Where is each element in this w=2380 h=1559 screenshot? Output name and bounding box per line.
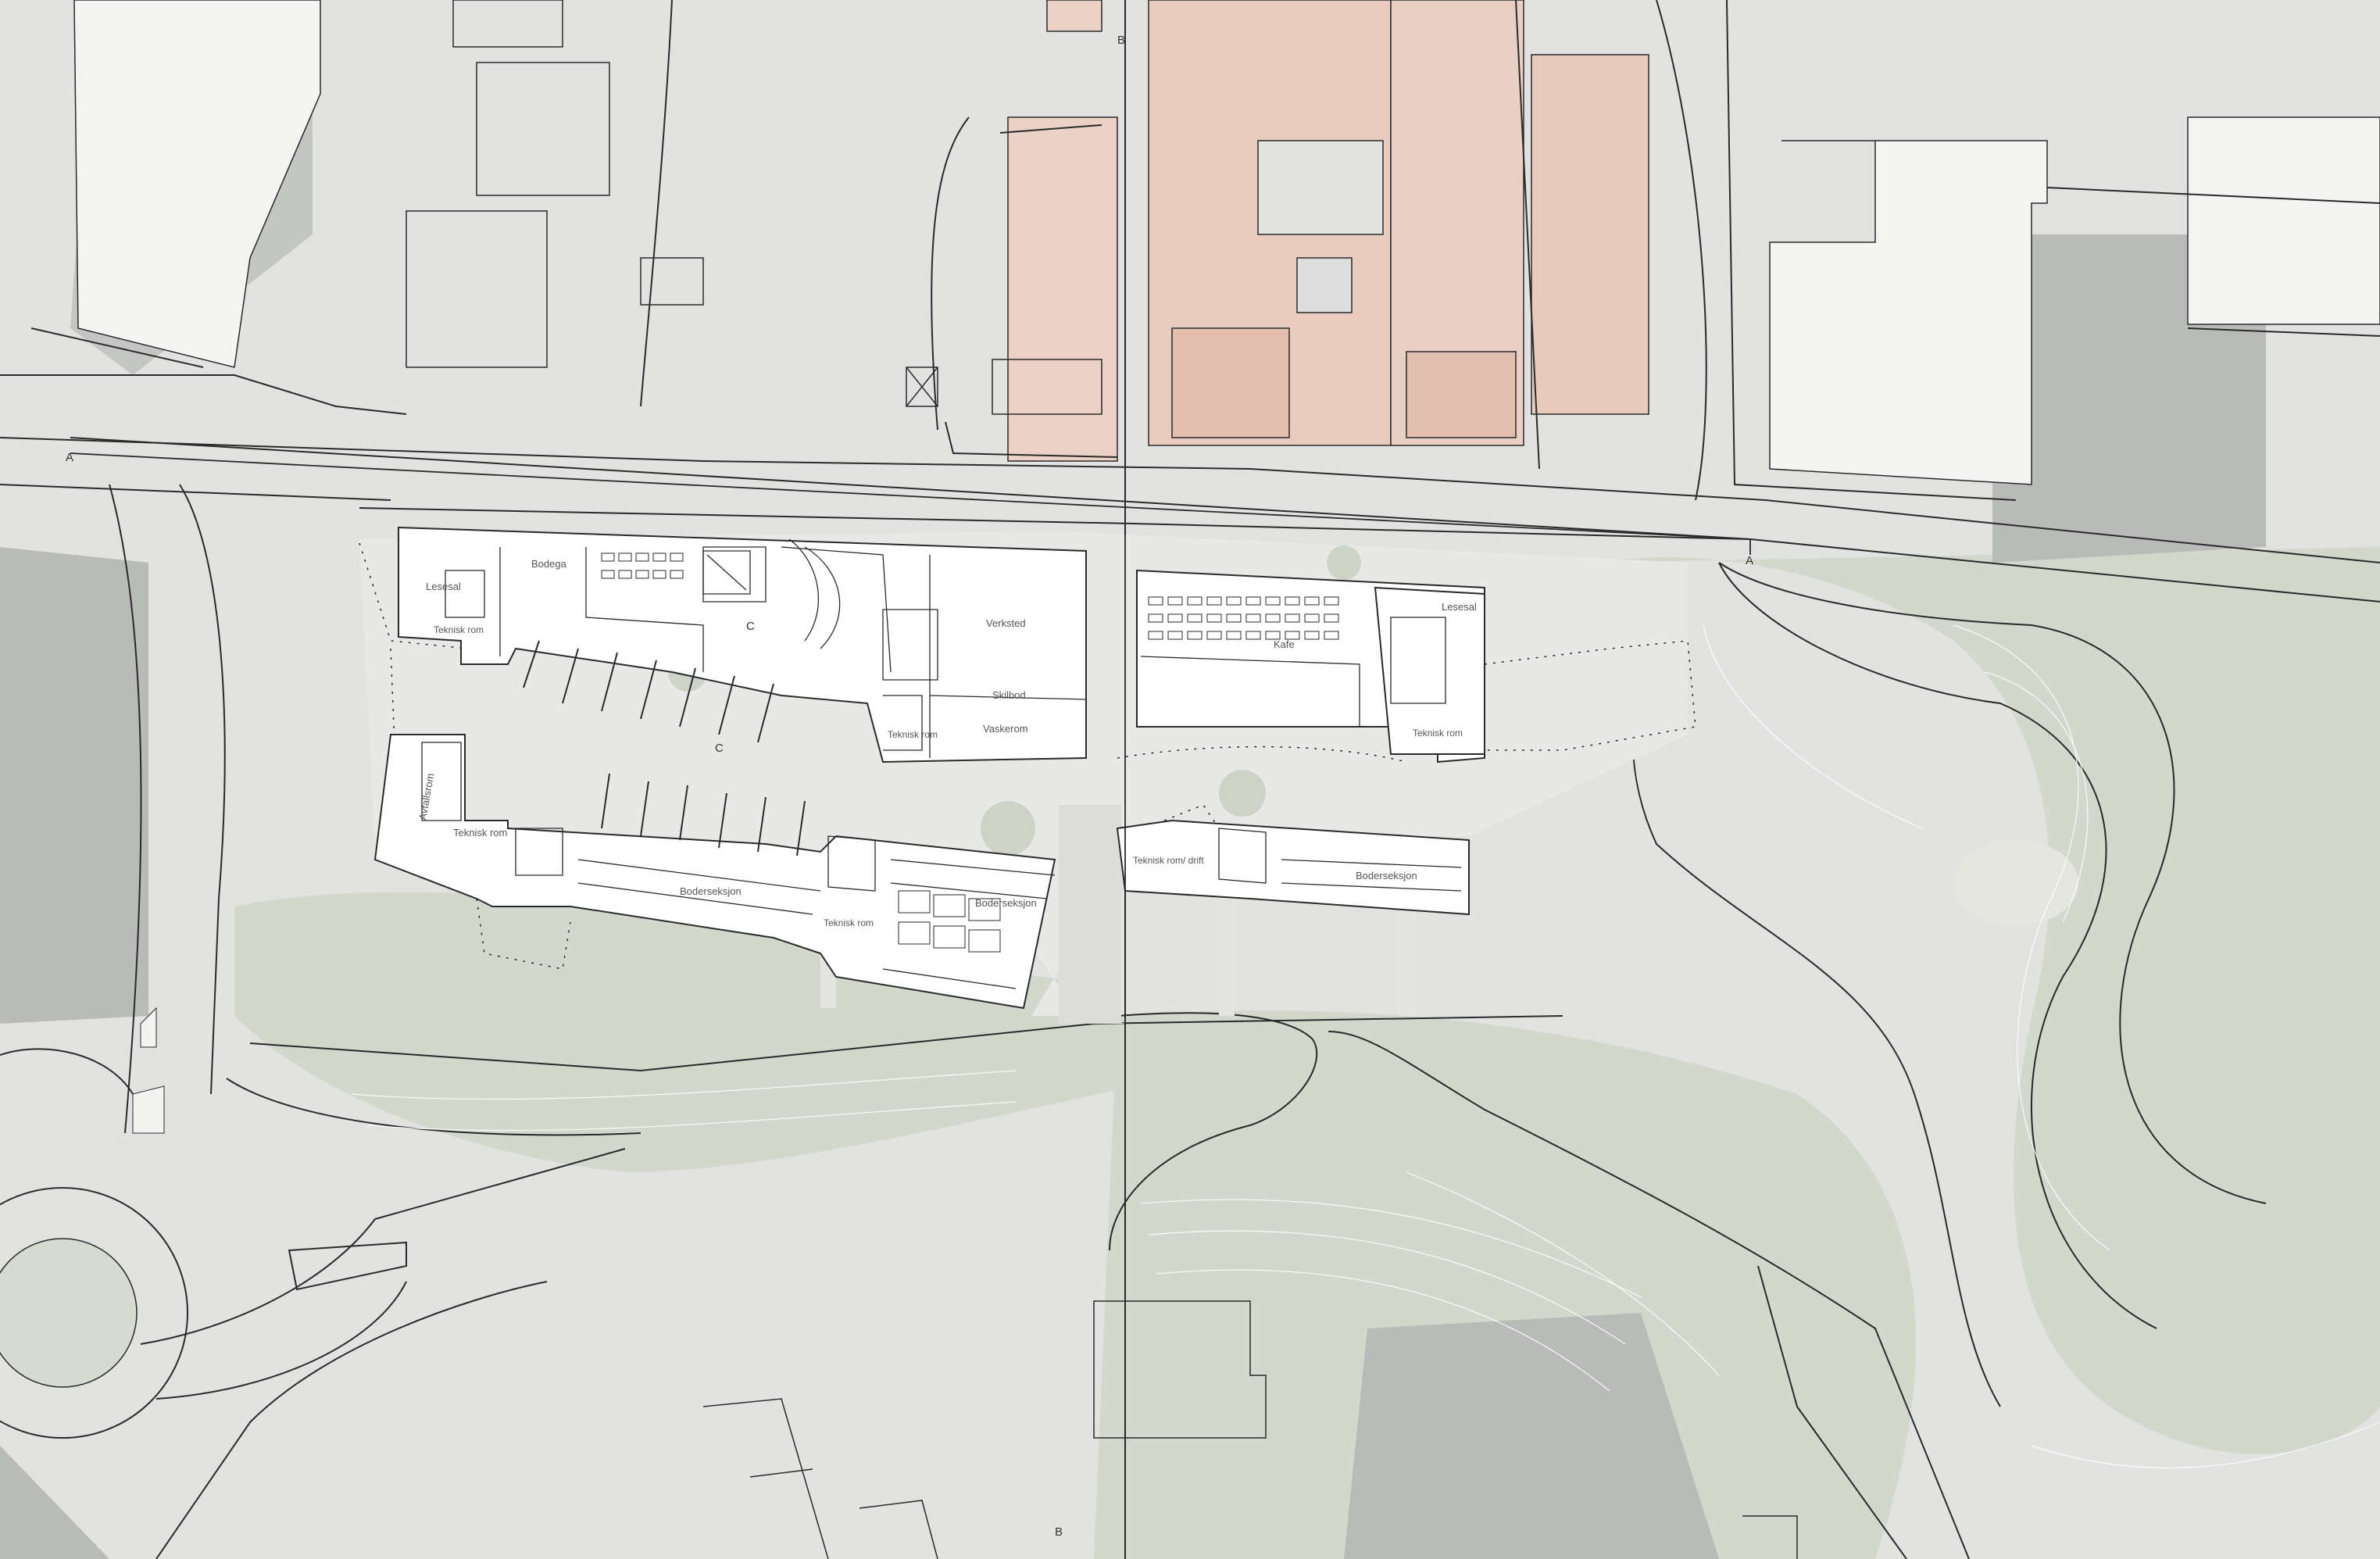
room-label-teknisk-rom-drift: Teknisk rom/ drift [1133, 855, 1204, 866]
room-label-teknisk-rom: Teknisk rom [453, 827, 507, 838]
section-lines [70, 35, 1751, 1528]
floor-plan-south-west [373, 734, 1056, 1010]
old-town-block [1007, 0, 1649, 462]
white-roofs [73, 0, 2380, 485]
room-label-boderseksjon: Boderseksjon [680, 885, 742, 897]
furniture-grid [601, 552, 1339, 953]
roundabout [0, 1007, 188, 1439]
room-label-teknisk-rom: Teknisk rom [888, 729, 938, 740]
section-marker-a-right: A [1746, 554, 1753, 567]
section-marker-b-bottom: B [1055, 1525, 1063, 1539]
room-labels: Lesesal Bodega Teknisk rom Verksted Skil… [416, 558, 1477, 928]
room-label-lesesal: Lesesal [1442, 601, 1477, 613]
room-label-skilbod: Skilbod [992, 689, 1026, 701]
section-marker-c-bottom: C [715, 742, 724, 755]
site-boundary [359, 542, 1696, 970]
section-marker-a-left: A [66, 451, 73, 464]
floor-plan-west [398, 526, 1087, 763]
section-marker-b-top: B [1117, 34, 1125, 47]
room-label-verksted: Verksted [986, 617, 1026, 629]
room-label-vaskerom: Vaskerom [983, 723, 1028, 735]
room-label-teknisk-rom: Teknisk rom [824, 917, 874, 928]
room-label-teknisk-rom: Teknisk rom [1413, 728, 1463, 738]
room-label-lesesal: Lesesal [426, 581, 461, 592]
room-label-kafe: Kafe [1274, 638, 1295, 650]
parking-stripes [523, 640, 806, 856]
room-label-boderseksjon: Boderseksjon [1356, 870, 1417, 881]
section-marker-c-top: C [746, 620, 755, 633]
contour-lines [351, 624, 2380, 1468]
plan-interiors [421, 538, 1462, 989]
floor-plan-east [1136, 569, 1485, 763]
room-label-boderseksjon: Boderseksjon [975, 897, 1037, 909]
room-label-teknisk-rom: Teknisk rom [434, 624, 484, 635]
room-label-bodega: Bodega [531, 558, 567, 570]
building-outlines [406, 0, 1798, 1559]
